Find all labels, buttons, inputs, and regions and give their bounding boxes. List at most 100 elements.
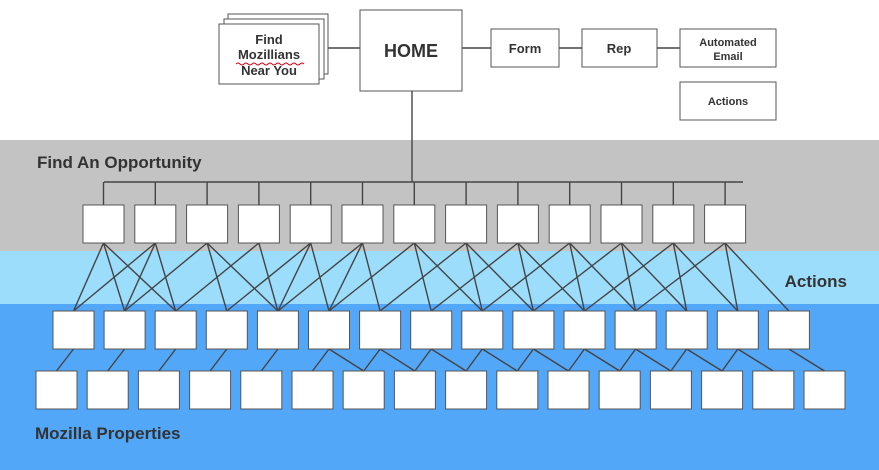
action-pages-row bbox=[52, 310, 810, 350]
cross-connector-line bbox=[414, 348, 432, 372]
cross-connector-line bbox=[124, 242, 208, 312]
opportunity-page-box bbox=[134, 204, 177, 244]
opportunity-pages-row bbox=[82, 204, 747, 244]
action-page-box bbox=[308, 310, 350, 350]
rep-label: Rep bbox=[607, 41, 632, 56]
cross-connector-line bbox=[465, 242, 534, 312]
cross-connector-line bbox=[584, 242, 674, 312]
property-pages-row bbox=[35, 370, 846, 410]
cross-connector-line bbox=[413, 242, 483, 312]
cross-connector-line bbox=[277, 242, 312, 312]
opportunity-page-box bbox=[445, 204, 488, 244]
action-page-box bbox=[205, 310, 248, 350]
cross-connector-line bbox=[721, 348, 739, 372]
opportunity-page-box bbox=[496, 204, 539, 244]
property-page-box bbox=[547, 370, 590, 410]
property-page-box bbox=[393, 370, 436, 410]
action-page-box bbox=[512, 310, 555, 350]
action-page-box bbox=[767, 310, 810, 350]
automated-email-line-2: Email bbox=[713, 51, 742, 63]
opportunity-page-box bbox=[341, 204, 384, 244]
action-page-box bbox=[614, 310, 657, 350]
property-page-box bbox=[35, 370, 78, 410]
cross-connector-line bbox=[686, 348, 723, 372]
cross-connector-line bbox=[533, 348, 569, 372]
actions-box bbox=[679, 81, 777, 121]
property-page-box bbox=[445, 370, 488, 410]
cross-connector-line bbox=[620, 242, 688, 312]
cross-connector-line bbox=[584, 348, 621, 372]
action-page-box bbox=[410, 310, 453, 350]
action-page-box bbox=[665, 310, 708, 350]
property-page-box bbox=[649, 370, 692, 410]
action-page-box bbox=[256, 310, 299, 350]
cross-connector-line bbox=[532, 242, 622, 312]
home-label: HOME bbox=[384, 41, 438, 61]
action-page-box bbox=[52, 310, 95, 350]
property-page-box bbox=[803, 370, 846, 410]
cross-connector-line bbox=[737, 348, 774, 372]
cross-connector-line bbox=[635, 348, 672, 372]
actions-label: Actions bbox=[708, 96, 748, 108]
cross-connector-line bbox=[123, 242, 156, 312]
opportunity-page-box bbox=[548, 204, 591, 244]
opportunity-page-box bbox=[237, 204, 280, 244]
opportunity-page-box bbox=[82, 204, 125, 244]
cross-connector-line bbox=[517, 242, 586, 312]
cross-connector-line bbox=[277, 242, 363, 312]
cross-connector-line bbox=[73, 242, 156, 312]
spellcheck-underline bbox=[235, 62, 305, 66]
cross-connectors bbox=[55, 242, 825, 372]
cross-connector-line bbox=[567, 348, 586, 372]
action-page-box bbox=[563, 310, 606, 350]
cross-connector-line bbox=[107, 348, 126, 372]
opportunity-page-box bbox=[289, 204, 332, 244]
opportunity-page-box bbox=[600, 204, 643, 244]
cross-connector-line bbox=[55, 348, 75, 372]
property-page-box bbox=[240, 370, 283, 410]
rep-node: Rep bbox=[581, 28, 658, 68]
cross-connector-line bbox=[465, 348, 483, 372]
cross-connector-line bbox=[788, 348, 825, 372]
automated-email-box bbox=[679, 28, 777, 68]
find-mozillians-line-2: Mozillians bbox=[238, 47, 300, 62]
opportunity-page-box bbox=[393, 204, 436, 244]
cross-connector-line bbox=[158, 348, 177, 372]
opportunity-page-box bbox=[186, 204, 229, 244]
cross-connector-line bbox=[379, 242, 467, 312]
cross-connector-line bbox=[226, 242, 312, 312]
band-label-actions: Actions bbox=[785, 272, 847, 291]
cross-connector-line bbox=[328, 242, 364, 312]
automated-email-line-1: Automated bbox=[699, 37, 756, 49]
rep-box bbox=[581, 28, 658, 68]
cross-connector-line bbox=[481, 242, 571, 312]
cross-connector-line bbox=[516, 348, 534, 372]
cross-connector-line bbox=[328, 348, 365, 372]
find-mozillians-line-1: Find bbox=[255, 32, 282, 47]
band-label-mozilla-properties: Mozilla Properties bbox=[35, 424, 180, 443]
band-label-find-opportunity: Find An Opportunity bbox=[37, 153, 202, 172]
cross-connector-line bbox=[311, 348, 330, 372]
property-page-box bbox=[598, 370, 641, 410]
home-node: HOME bbox=[359, 9, 463, 92]
find-mozillians-stack: Find Mozillians Near You bbox=[218, 13, 329, 85]
form-label: Form bbox=[509, 41, 542, 56]
actions-node: Actions bbox=[679, 81, 777, 121]
find-mozillians-line-3: Near You bbox=[241, 63, 297, 78]
property-page-box bbox=[496, 370, 539, 410]
form-node: Form bbox=[490, 28, 560, 68]
automated-email-node: Automated Email bbox=[679, 28, 777, 68]
cross-connector-line bbox=[175, 242, 260, 312]
property-page-box bbox=[137, 370, 180, 410]
property-page-box bbox=[189, 370, 232, 410]
cross-connector-line bbox=[260, 348, 279, 372]
top-connectors bbox=[104, 47, 743, 183]
cross-connector-line bbox=[72, 242, 105, 312]
opportunity-page-box bbox=[704, 204, 747, 244]
action-page-box bbox=[716, 310, 759, 350]
find-mozillians-box bbox=[218, 23, 320, 85]
cross-connector-line bbox=[481, 348, 518, 372]
property-page-box bbox=[701, 370, 744, 410]
